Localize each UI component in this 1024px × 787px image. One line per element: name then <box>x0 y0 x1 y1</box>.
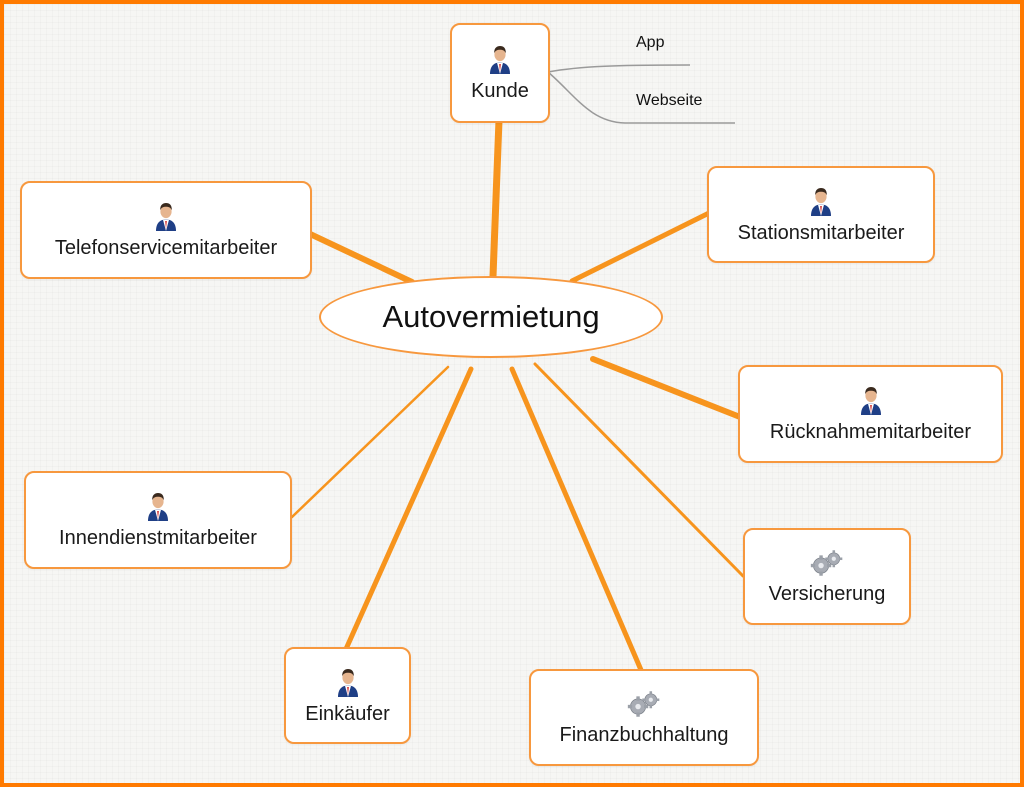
node-kunde[interactable]: Kunde <box>450 23 550 123</box>
gears-icon <box>810 548 844 578</box>
central-topic-label: Autovermietung <box>382 299 600 334</box>
person-icon <box>486 43 514 75</box>
branch-telefon <box>305 230 415 285</box>
person-icon <box>144 490 172 522</box>
person-icon <box>152 200 180 232</box>
node-label: Rücknahmemitarbeiter <box>769 421 972 443</box>
node-label: Innendienstmitarbeiter <box>59 527 257 549</box>
branch-ruecknahme <box>590 356 743 420</box>
node-innendienstmitarbeiter[interactable]: Innendienstmitarbeiter <box>24 471 292 569</box>
node-label: Telefonservicemitarbeiter <box>54 237 278 259</box>
node-finanzbuchhaltung[interactable]: Finanzbuchhaltung <box>529 669 759 766</box>
person-icon <box>857 384 885 416</box>
person-icon <box>334 666 362 698</box>
subtopic-app[interactable]: App <box>636 34 665 51</box>
branch-einkaeufer <box>343 366 474 652</box>
node-label: Stationsmitarbeiter <box>737 221 905 244</box>
branch-innendienst <box>290 365 450 519</box>
person-icon <box>807 185 835 217</box>
node-label: Finanzbuchhaltung <box>559 723 729 746</box>
node-label: Versicherung <box>768 582 886 605</box>
branch-finanz <box>509 366 644 673</box>
gears-icon <box>627 689 661 719</box>
subtopic-webseite[interactable]: Webseite <box>636 92 703 109</box>
node-ruecknahmemitarbeiter[interactable]: Rücknahmemitarbeiter <box>738 365 1003 463</box>
node-versicherung[interactable]: Versicherung <box>743 528 911 625</box>
subtopic-connectors <box>547 64 735 124</box>
branch-station <box>569 210 712 284</box>
central-topic[interactable]: Autovermietung <box>319 276 663 358</box>
branch-kunde <box>489 116 503 280</box>
node-telefonservicemitarbeiter[interactable]: Telefonservicemitarbeiter <box>20 181 312 279</box>
branch-versicherung <box>533 362 745 578</box>
node-einkaeufer[interactable]: Einkäufer <box>284 647 411 744</box>
node-label: Einkäufer <box>305 702 390 725</box>
node-stationsmitarbeiter[interactable]: Stationsmitarbeiter <box>707 166 935 263</box>
node-label: Kunde <box>471 80 529 102</box>
